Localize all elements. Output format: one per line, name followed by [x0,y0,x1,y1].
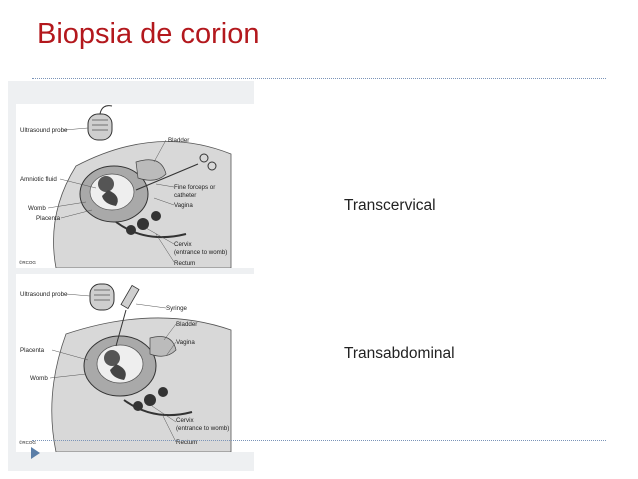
label-rectum: Rectum [174,260,195,267]
label-placenta: Placenta [36,215,61,222]
label-bladder: Bladder [168,137,189,144]
label-ultrasound-probe: Ultrasound probe [20,291,68,298]
slide-title: Biopsia de corion [37,18,260,50]
bottom-divider [32,440,606,441]
transabdominal-diagram: Ultrasound probe Syringe Bladder Vagina … [16,274,256,452]
label-bladder: Bladder [176,321,197,328]
label-catheter: catheter [174,192,196,199]
caption-transcervical: Transcervical [344,197,436,214]
label-womb: Womb [30,375,48,382]
transabdominal-illustration: Ultrasound probe Syringe Bladder Vagina … [19,283,232,452]
label-placenta: Placenta [20,347,45,354]
top-divider [32,78,606,79]
label-syringe: Syringe [166,305,188,312]
label-cervix: Cervix [174,241,192,248]
transcervical-diagram: Ultrasound probe Bladder Amniotic fluid … [16,104,256,268]
label-copyright: ©RCOG [19,439,36,445]
slide-bullet-arrow-icon [31,447,40,459]
label-vagina: Vagina [176,339,195,346]
label-ultrasound-probe: Ultrasound probe [20,127,68,134]
label-amniotic-fluid: Amniotic fluid [20,176,57,183]
label-vagina: Vagina [174,202,193,209]
label-cervix-note: (entrance to womb) [174,249,227,256]
label-womb: Womb [28,205,46,212]
label-cervix: Cervix [176,417,194,424]
caption-transabdominal: Transabdominal [344,345,455,362]
transcervical-illustration: Ultrasound probe Bladder Amniotic fluid … [19,105,232,268]
label-rectum: Rectum [176,439,197,446]
label-copyright: ©RCOG [19,259,36,265]
label-cervix-note: (entrance to womb) [176,425,229,432]
label-fine-forceps: Fine forceps or [174,184,215,191]
